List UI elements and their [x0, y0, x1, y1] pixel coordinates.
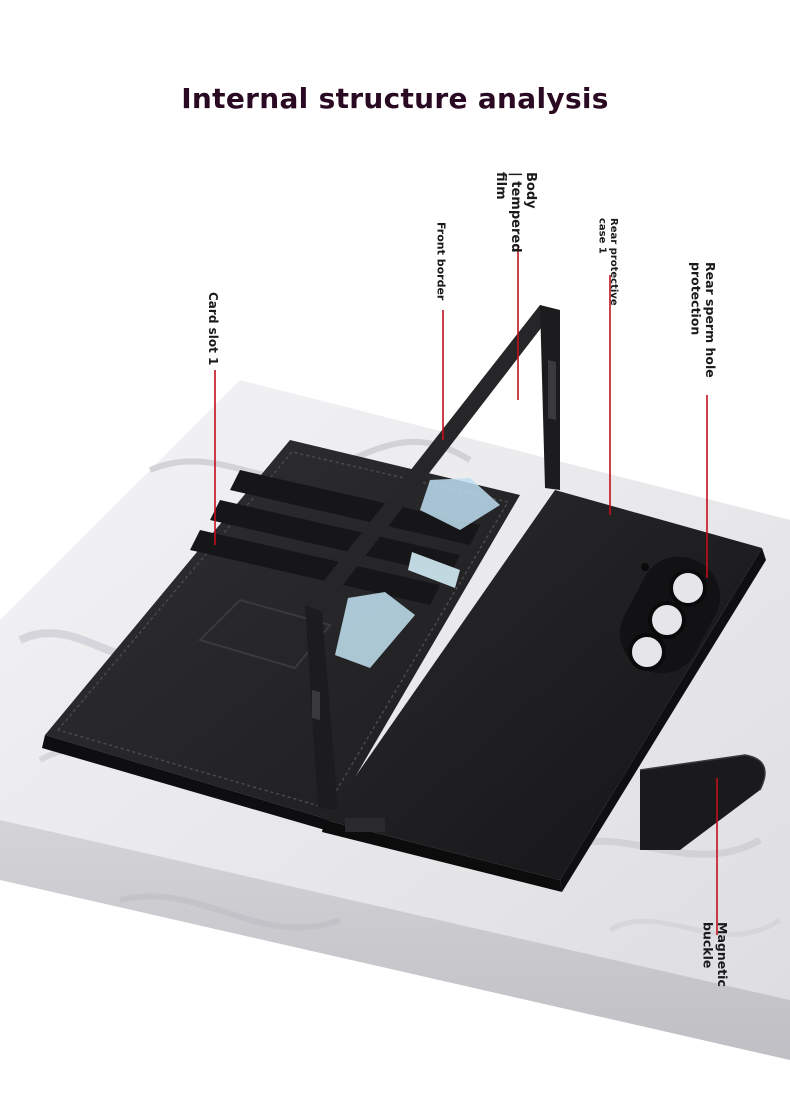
front-border-frame: [305, 305, 560, 832]
window-pocket: [198, 598, 332, 670]
callout-rear-hole: Rear sperm hole protection: [688, 262, 718, 378]
magnetic-strap: [639, 754, 766, 850]
card-pocket-2: [210, 500, 460, 575]
callout-tempered-film: Body | tempered film: [492, 172, 538, 253]
tempered-film: [335, 478, 500, 668]
callout-magnetic-buckle: Magnetic buckle: [700, 922, 730, 987]
rear-case: [322, 490, 766, 892]
card-pocket-3: [190, 530, 440, 605]
card-pocket-1: [230, 470, 480, 545]
callout-front-border: Front border: [434, 222, 448, 301]
wallet-cover: [42, 440, 520, 832]
callout-lines: [214, 245, 718, 935]
page-title: Internal structure analysis: [181, 82, 609, 115]
callout-rear-case: Rear protective case 1: [596, 218, 620, 306]
callout-card-slot: Card slot 1: [205, 292, 220, 366]
